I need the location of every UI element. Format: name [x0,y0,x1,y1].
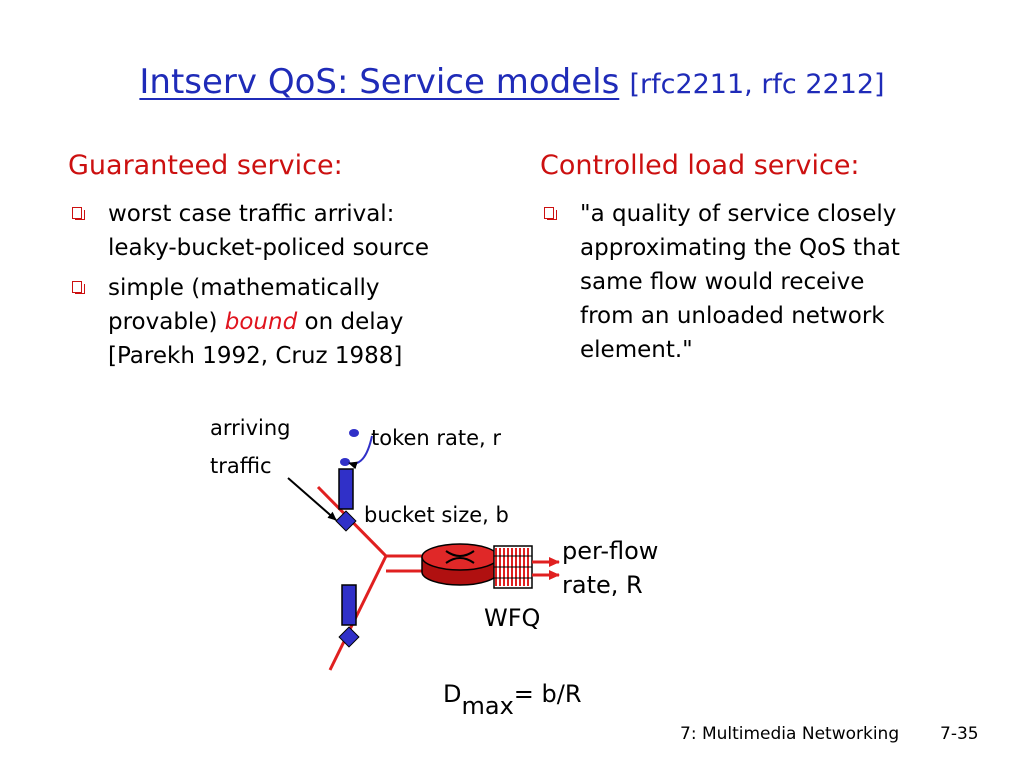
token-bucket-icon [335,468,357,532]
token-dispenser-icon [340,429,359,466]
controlled-bullet-list: "a quality of service closely approximat… [540,197,980,367]
wfq-queue-icon [493,545,533,589]
bullet-text: element." [580,337,693,363]
title-main: Intserv QoS: Service models [139,62,620,102]
title-rfc-reference: [rfc2211, rfc 2212] [629,69,885,100]
rate-label: rate, R [562,571,643,599]
bullet-box-icon [72,207,85,220]
arriving-label: arriving [210,416,291,440]
guaranteed-service-column: Guaranteed service: worst case traffic a… [68,150,508,379]
output-arrows [532,557,560,580]
list-item: "a quality of service closely approximat… [540,197,980,367]
citation-text: [Parekh 1992, Cruz 1988] [108,343,403,369]
bullet-text: simple (mathematically [108,275,380,301]
slide-title: Intserv QoS: Service models [rfc2211, rf… [0,62,1024,102]
router-icon [421,543,499,586]
delay-bound-formula: Dmax= b/R [443,680,582,720]
controlled-load-heading: Controlled load service: [540,150,860,181]
guaranteed-service-heading: Guaranteed service: [68,150,343,181]
formula-rest: = b/R [513,680,582,708]
page-number: 7-35 [940,724,979,744]
traffic-label: traffic [210,454,272,478]
per-flow-label: per-flow [562,537,659,565]
guaranteed-bullet-list: worst case traffic arrival: leaky-bucket… [68,197,508,373]
bucket-size-label: bucket size, b [364,503,509,527]
bullet-text: same flow would receive [580,269,865,295]
token-bucket-icon [338,584,360,648]
list-item: worst case traffic arrival: leaky-bucket… [68,197,508,265]
bullet-text: "a quality of service closely [580,201,897,227]
formula-d: D [443,680,462,708]
bullet-text: on delay [297,309,404,335]
bound-emphasis: bound [224,309,298,335]
list-item: simple (mathematically provable) bound o… [68,271,508,373]
bullet-box-icon [72,281,85,294]
controlled-load-column: Controlled load service: "a quality of s… [540,150,980,373]
bullet-text: provable) [108,309,225,335]
wfq-label: WFQ [484,604,541,632]
bullet-text: leaky-bucket-policed source [108,235,429,261]
footer-chapter: 7: Multimedia Networking [680,724,900,744]
bullet-text: worst case traffic arrival: [108,201,395,227]
token-rate-arrow [348,435,373,470]
bullet-text: from an unloaded network [580,303,885,329]
token-rate-label: token rate, r [371,426,502,450]
formula-subscript: max [461,692,514,720]
bullet-box-icon [544,207,557,220]
bullet-text: approximating the QoS that [580,235,900,261]
arriving-traffic-arrow [287,477,337,521]
